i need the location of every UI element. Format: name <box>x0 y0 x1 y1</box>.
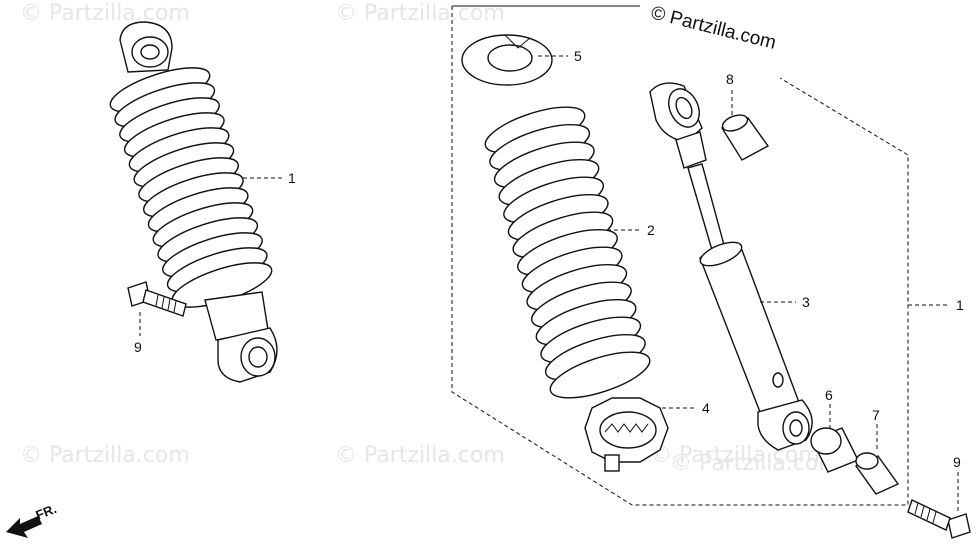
front-direction-arrow-icon <box>6 516 42 538</box>
bolt-icon <box>127 281 187 317</box>
bushing-icon <box>720 114 770 161</box>
coil-spring-icon <box>484 106 651 399</box>
callout-2[interactable]: 2 <box>647 222 655 238</box>
bushing-icon <box>810 427 859 473</box>
callout-1[interactable]: 1 <box>288 170 296 186</box>
rear-shock-absorber-assembly-icon <box>109 21 278 383</box>
exploded-group-outline <box>451 6 909 506</box>
watermark-text: © Partzilla.com <box>20 1 190 26</box>
watermarks: © Partzilla.com © Partzilla.com © Partzi… <box>20 1 840 476</box>
callout-6[interactable]: 6 <box>825 387 833 403</box>
callout-1[interactable]: 1 <box>956 297 964 313</box>
spring-coil <box>549 351 651 399</box>
callout-5[interactable]: 5 <box>574 48 582 64</box>
watermark-text: © Partzilla.com <box>670 451 840 476</box>
watermark-text: © Partzilla.com <box>335 1 505 26</box>
callout-8[interactable]: 8 <box>726 71 734 87</box>
watermark-text: © Partzilla.com <box>335 443 505 468</box>
bolt-icon <box>907 499 971 539</box>
watermark-text: © Partzilla.com <box>20 443 190 468</box>
leader-lines <box>139 55 959 512</box>
front-marker-label: FR. <box>34 501 59 523</box>
spring-seat-stopper-icon <box>461 34 553 86</box>
callout-4[interactable]: 4 <box>702 400 710 416</box>
callout-3[interactable]: 3 <box>802 294 810 310</box>
callout-7[interactable]: 7 <box>872 407 880 423</box>
brand-logo-text: © Partzilla.com <box>649 2 778 53</box>
collar-icon <box>854 452 900 495</box>
watermark-text: © Partzilla.com <box>650 443 820 468</box>
callout-9[interactable]: 9 <box>953 454 961 470</box>
damper-unit-icon <box>649 82 813 451</box>
spring-adjuster-icon <box>584 397 669 472</box>
callout-9[interactable]: 9 <box>134 339 142 355</box>
